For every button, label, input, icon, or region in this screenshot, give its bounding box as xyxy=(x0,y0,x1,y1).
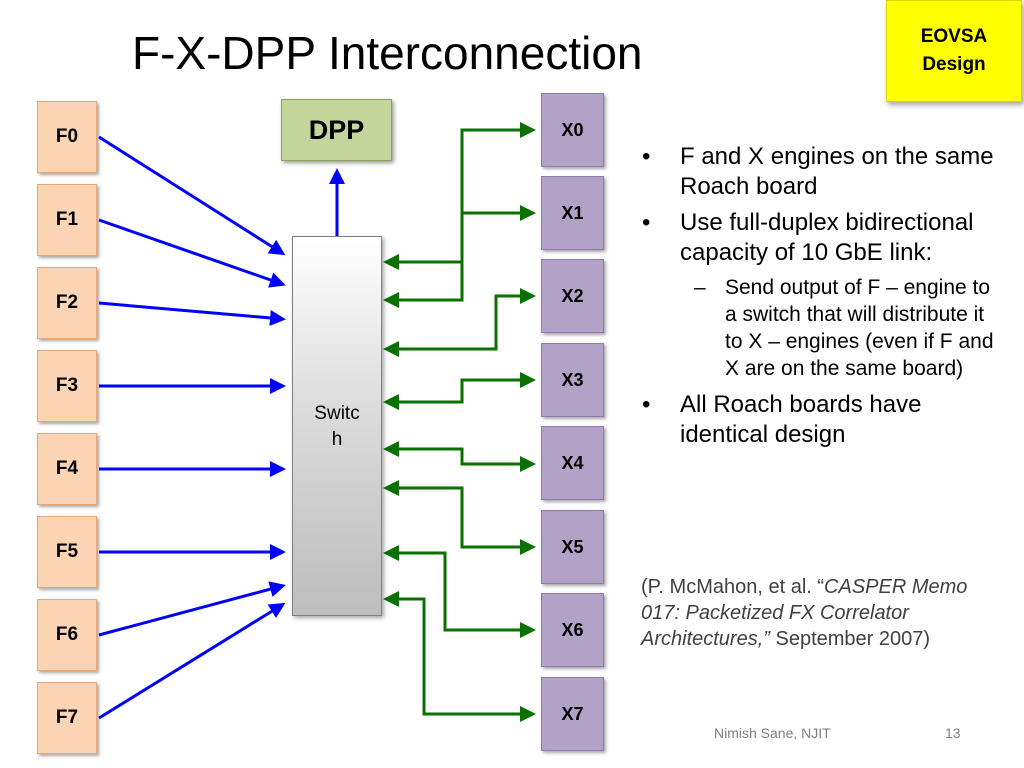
switch-box: Switc h xyxy=(292,236,382,616)
f-engine-box: F0 xyxy=(37,101,97,173)
link-f6-switch xyxy=(98,581,286,637)
link-switch-x0 xyxy=(383,122,536,270)
bullet-text: F and X engines on the same Roach board xyxy=(680,143,994,200)
bullet-item: • All Roach boards have identical design xyxy=(640,390,1000,450)
page-number: 13 xyxy=(945,725,961,741)
f-engine-label: F4 xyxy=(55,458,79,479)
bullet-dot-icon: • xyxy=(642,391,651,418)
x-engine-label: X7 xyxy=(561,704,584,724)
x-engine-box: X1 xyxy=(541,176,604,250)
link-switch-x3 xyxy=(383,372,536,410)
f-engine-box: F2 xyxy=(37,267,97,339)
link-f2-switch xyxy=(98,301,286,326)
f-engine-box: F1 xyxy=(37,184,97,256)
x-engine-label: X5 xyxy=(561,537,584,557)
citation-title: CASPER Memo 017: Packetized FX Correlato… xyxy=(641,576,968,650)
sub-bullet-text: Send output of F – engine to a switch th… xyxy=(725,276,994,380)
link-switch-x2 xyxy=(383,288,536,357)
link-switch-x7 xyxy=(383,591,536,722)
f-engine-label: F7 xyxy=(55,707,79,728)
x-engine-label: X3 xyxy=(561,370,584,390)
citation-open: (P. McMahon, et al. “ xyxy=(641,576,825,598)
f-engine-box: F6 xyxy=(37,599,97,671)
badge-line-1: EOVSA xyxy=(920,26,988,47)
x-engine-label: X1 xyxy=(561,203,584,223)
bullet-text: Use full-duplex bidirectional capacity o… xyxy=(680,209,974,266)
x-engine-label: X6 xyxy=(561,620,584,640)
link-switch-x4 xyxy=(383,441,536,472)
x-engine-box: X0 xyxy=(541,93,604,167)
link-switch-x1 xyxy=(383,205,536,308)
f-engine-label: F1 xyxy=(55,209,79,230)
f-engine-box: F5 xyxy=(37,516,97,588)
link-f1-switch xyxy=(98,218,286,288)
x-engine-label: X4 xyxy=(561,453,584,473)
f-engine-box: F4 xyxy=(37,433,97,505)
x-engine-box: X6 xyxy=(541,593,604,667)
x-engine-box: X7 xyxy=(541,677,604,751)
f-engine-label: F6 xyxy=(55,624,79,645)
f-engine-label: F0 xyxy=(55,126,79,147)
citation: (P. McMahon, et al. “CASPER Memo 017: Pa… xyxy=(641,574,981,652)
switch-label-line-2: h xyxy=(331,429,343,450)
citation-close: September 2007) xyxy=(769,628,931,650)
eovsa-design-badge: EOVSA Design xyxy=(886,0,1022,102)
x-engine-box: X3 xyxy=(541,343,604,417)
bullet-list: • F and X engines on the same Roach boar… xyxy=(640,142,1000,456)
bullet-item: • Use full-duplex bidirectional capacity… xyxy=(640,208,1000,268)
bullet-dot-icon: • xyxy=(642,209,651,236)
link-switch-x5 xyxy=(383,480,536,555)
x-engine-box: X2 xyxy=(541,259,604,333)
f-engine-label: F5 xyxy=(55,541,79,562)
switch-label-line-1: Switc xyxy=(314,403,360,424)
footer-author: Nimish Sane, NJIT xyxy=(714,725,831,741)
slide-title: F-X-DPP Interconnection xyxy=(132,27,643,79)
bullet-dot-icon: • xyxy=(642,143,651,170)
dpp-box: DPP xyxy=(281,99,392,161)
x-engine-label: X2 xyxy=(561,286,584,306)
badge-line-2: Design xyxy=(922,54,986,75)
f-engine-box: F3 xyxy=(37,350,97,422)
link-f0-switch xyxy=(98,135,286,256)
link-switch-x6 xyxy=(383,545,536,638)
bullet-text: All Roach boards have identical design xyxy=(680,391,922,448)
dpp-label: DPP xyxy=(308,114,365,145)
x-engine-box: X4 xyxy=(541,426,604,500)
f-engine-label: F2 xyxy=(55,292,79,313)
link-f7-switch xyxy=(98,602,286,720)
x-engine-label: X0 xyxy=(561,120,584,140)
f-engine-label: F3 xyxy=(55,375,79,396)
bullet-dash-icon: – xyxy=(694,276,706,299)
bullet-item: • F and X engines on the same Roach boar… xyxy=(640,142,1000,202)
sub-bullet-item: – Send output of F – engine to a switch … xyxy=(640,274,1000,382)
x-engine-box: X5 xyxy=(541,510,604,584)
f-engine-box: F7 xyxy=(37,682,97,754)
